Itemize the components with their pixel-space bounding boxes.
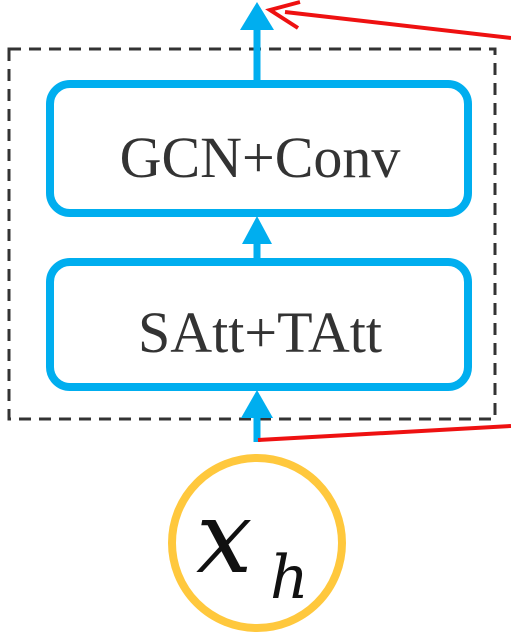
- middle-arrowhead: [242, 216, 272, 244]
- red-connector-bottom: [257, 424, 511, 442]
- output-arrowhead: [240, 2, 274, 30]
- dashed-group-frame: [7, 47, 497, 421]
- gcn-conv-label: GCN+Conv: [120, 125, 401, 190]
- input-symbol-main: x: [196, 479, 252, 596]
- satt-tatt-label: SAtt+TAtt: [138, 300, 382, 365]
- gcn-conv-block: [46, 80, 472, 217]
- input-symbol-subscript: h: [270, 543, 309, 613]
- input-node-circle: [168, 454, 346, 632]
- red-connector-top: [284, 10, 511, 40]
- input-arrowhead: [241, 390, 273, 418]
- red-connector-top-head: [265, 0, 301, 30]
- satt-tatt-block: [46, 258, 472, 391]
